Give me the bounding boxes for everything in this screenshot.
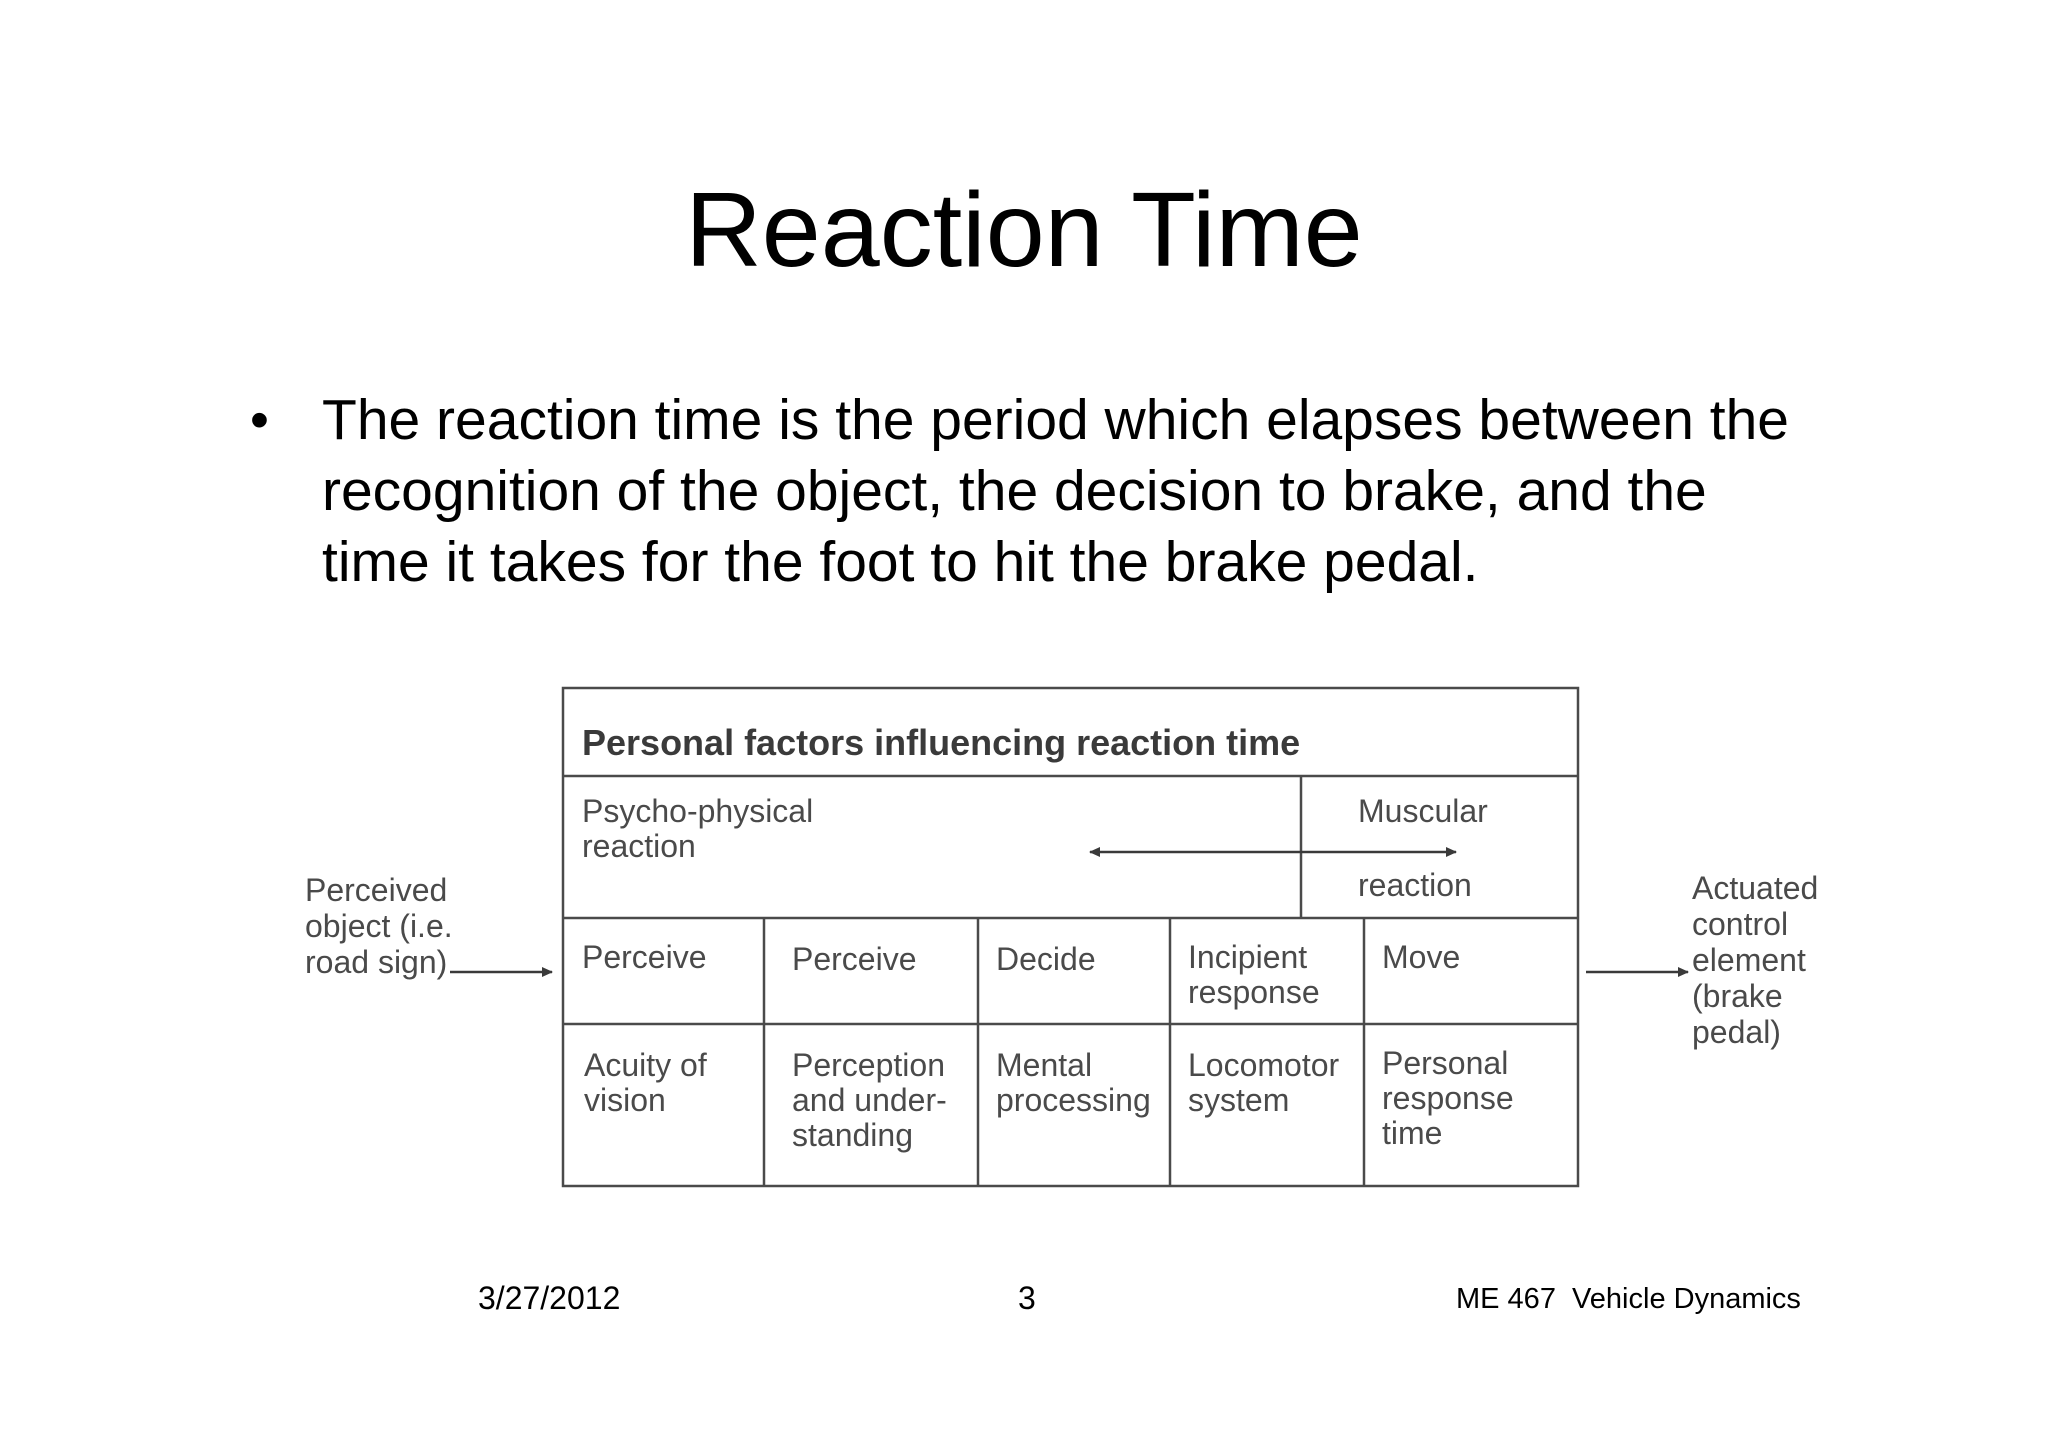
stage-cell: Perceive (792, 941, 917, 977)
footer-date: 3/27/2012 (478, 1280, 621, 1316)
factor-cell: Personal response time (1382, 1045, 1514, 1151)
reaction-time-diagram: Personal factors influencing reaction ti… (300, 680, 1860, 1200)
bullet-text: The reaction time is the period which el… (322, 388, 1789, 594)
diagram-lines (450, 686, 1689, 1188)
slide-title: Reaction Time (685, 171, 1363, 289)
stage-cell: Incipient response (1188, 939, 1320, 1010)
muscular-label-top: Muscular (1358, 793, 1488, 829)
footer-page-number: 3 (1018, 1280, 1036, 1316)
factor-cell: Locomotor system (1188, 1047, 1340, 1118)
stage-cell: Perceive (582, 939, 707, 975)
perceived-object-label: Perceived object (i.e. road sign) (305, 872, 453, 980)
bullet-dot-icon: • (250, 390, 269, 450)
actuated-control-label: Actuated control element (brake pedal) (1692, 870, 1819, 1050)
factor-cell: Mental processing (996, 1047, 1151, 1118)
stage-cell: Move (1382, 939, 1461, 975)
footer-course: ME 467 Vehicle Dynamics (1456, 1283, 1801, 1315)
factor-cell: Acuity of vision (584, 1047, 707, 1118)
table-title: Personal factors influencing reaction ti… (582, 722, 1301, 763)
muscular-label-bottom: reaction (1358, 867, 1472, 903)
stage-cell: Decide (996, 941, 1096, 977)
factors-table-frame (561, 686, 1580, 1188)
factor-cell: Perception and under-standing (792, 1047, 947, 1153)
psycho-physical-label: Psycho-physical reaction (582, 793, 814, 864)
